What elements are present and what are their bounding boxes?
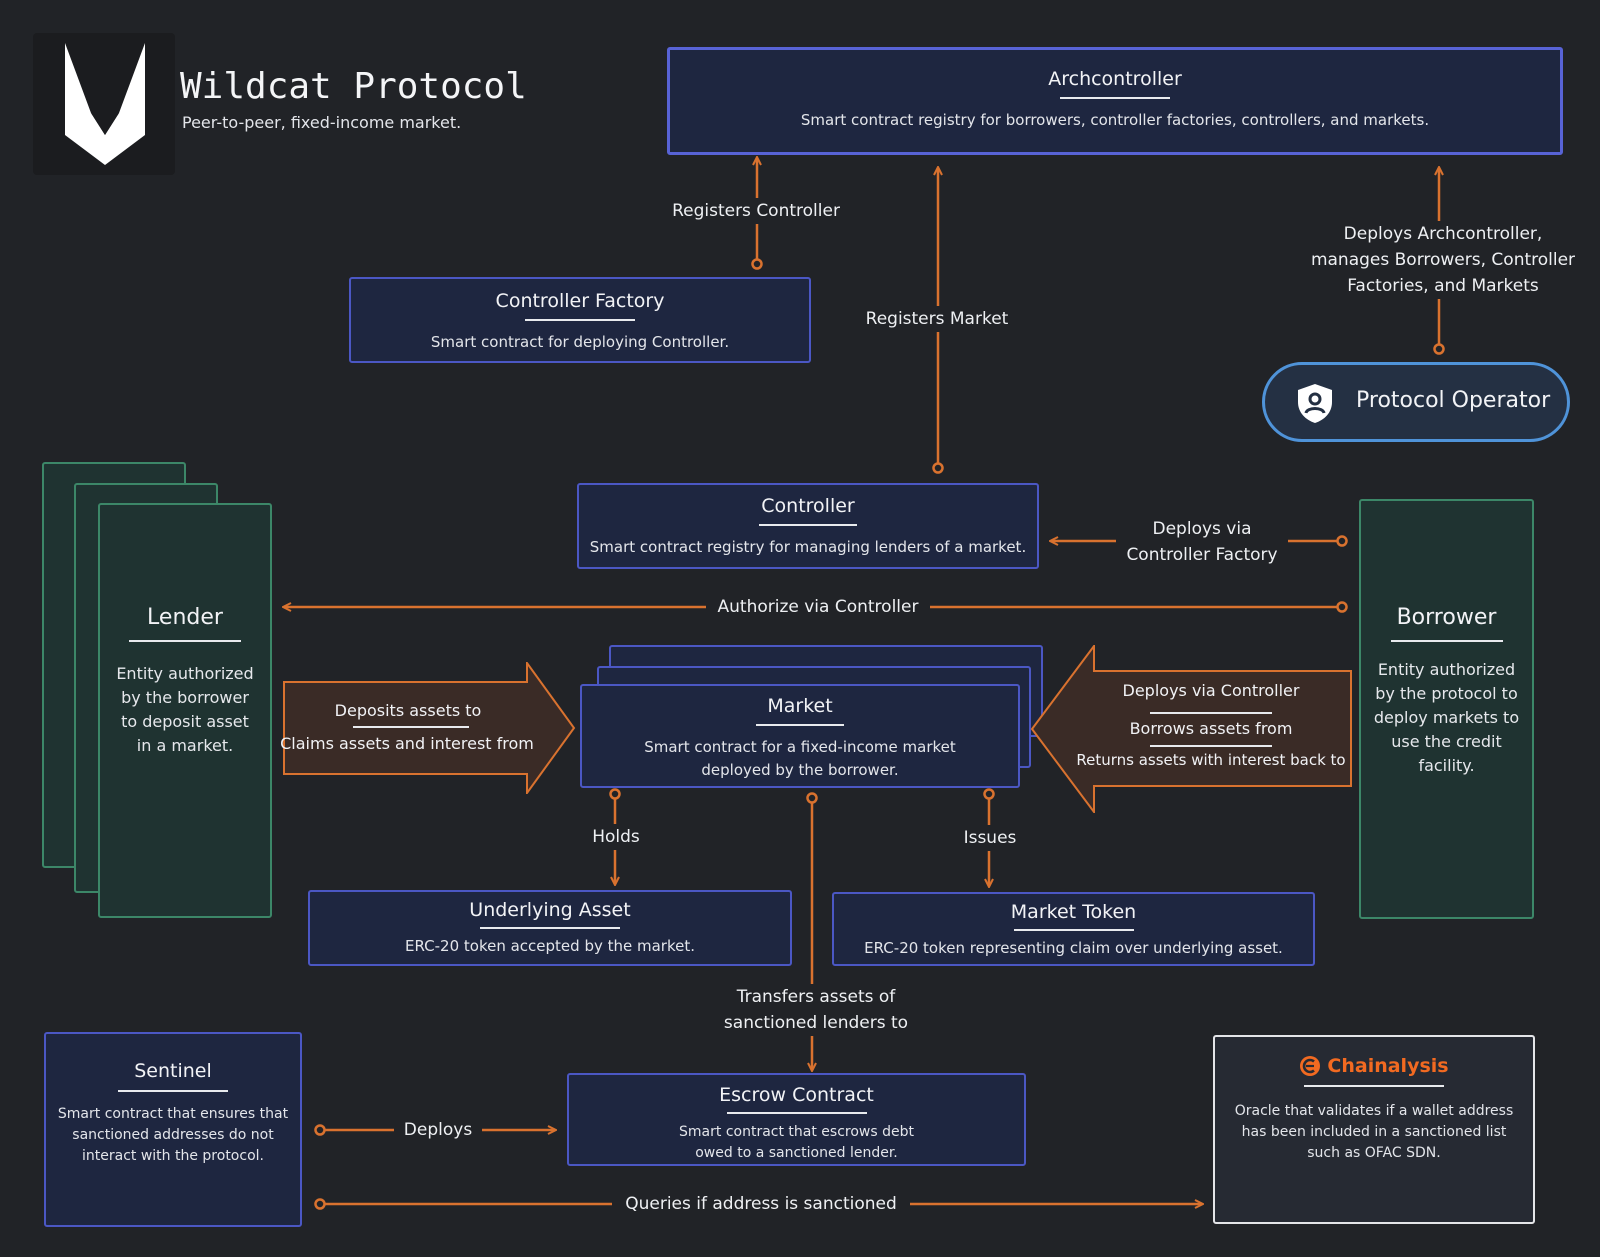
controller-title: Controller (761, 495, 855, 517)
edge-label-deploys-via-factory: Deploys via Controller Factory (1116, 516, 1288, 568)
edge-label-holds: Holds (584, 824, 648, 850)
borrower-arrow-label-0: Deploys via Controller (1122, 681, 1300, 700)
controller-node: Controller Smart contract registry for m… (577, 483, 1039, 569)
escrow-contract-desc: Smart contract that escrows debt owed to… (679, 1124, 914, 1161)
underlying-asset-title: Underlying Asset (469, 899, 631, 921)
lender-arrow-label-1: Claims assets and interest from (280, 734, 534, 753)
chainalysis-brand: Chainalysis (1215, 1055, 1533, 1077)
protocol-operator-title: Protocol Operator (1356, 388, 1551, 413)
borrower-market-arrow: Deploys via Controller Borrows assets fr… (1030, 645, 1352, 813)
borrower-arrow-label-1: Borrows assets from (1129, 719, 1293, 738)
title-underline (1060, 97, 1170, 99)
market-token-desc: ERC-20 token representing claim over und… (864, 939, 1283, 957)
label-underline (353, 726, 469, 728)
label-underline (1150, 712, 1272, 714)
title-underline (480, 927, 620, 929)
market-token-title: Market Token (1010, 901, 1137, 923)
app-title: Wildcat Protocol (180, 66, 527, 107)
borrower-title: Borrower (1396, 605, 1497, 630)
chainalysis-node: Chainalysis Oracle that validates if a w… (1213, 1035, 1535, 1224)
edge-label-registers-market: Registers Market (860, 306, 1014, 332)
chainalysis-desc: Oracle that validates if a wallet addres… (1234, 1103, 1514, 1161)
lender-desc: Entity authorized by the borrower to dep… (116, 664, 254, 755)
market-desc: Smart contract for a fixed-income market… (644, 738, 956, 779)
market-node: Market Smart contract for a fixed-income… (580, 684, 1020, 788)
edge-label-queries: Queries if address is sanctioned (612, 1191, 910, 1217)
shield-user-icon (1295, 382, 1335, 424)
underlying-asset-node: Underlying Asset ERC-20 token accepted b… (308, 890, 792, 966)
label-underline (1150, 745, 1272, 747)
archcontroller-node: Archcontroller Smart contract registry f… (667, 47, 1563, 155)
controller-factory-desc: Smart contract for deploying Controller. (430, 333, 730, 351)
lender-market-arrow: Deposits assets to Claims assets and int… (280, 662, 577, 794)
escrow-contract-node: Escrow Contract Smart contract that escr… (567, 1073, 1026, 1166)
edge-label-transfers: Transfers assets of sanctioned lenders t… (710, 984, 922, 1036)
edge-label-registers-controller: Registers Controller (666, 198, 846, 224)
sentinel-node: Sentinel Smart contract that ensures tha… (44, 1032, 302, 1227)
borrower-arrow-label-2: Returns assets with interest back to (1076, 751, 1346, 769)
underlying-asset-desc: ERC-20 token accepted by the market. (405, 937, 695, 955)
title-underline (1304, 1085, 1444, 1087)
wildcat-logo-icon (33, 33, 175, 175)
lender-title: Lender (147, 605, 223, 630)
chainalysis-logo-icon (1299, 1055, 1321, 1077)
chainalysis-title: Chainalysis (1327, 1055, 1449, 1077)
archcontroller-title: Archcontroller (1048, 68, 1182, 90)
lender-node: Lender Entity authorized by the borrower… (98, 503, 272, 918)
title-underline (1390, 640, 1503, 642)
title-underline (118, 1090, 228, 1092)
title-underline (726, 1112, 867, 1114)
sentinel-title: Sentinel (134, 1060, 212, 1082)
archcontroller-desc: Smart contract registry for borrowers, c… (800, 111, 1430, 129)
edge-label-deploys-archcontroller: Deploys Archcontroller, manages Borrower… (1298, 221, 1588, 299)
lender-arrow-label-0: Deposits assets to (334, 701, 482, 720)
title-underline (756, 724, 844, 726)
controller-factory-node: Controller Factory Smart contract for de… (349, 277, 811, 363)
edge-label-issues: Issues (954, 825, 1026, 851)
borrower-desc: Entity authorized by the protocol to dep… (1373, 660, 1520, 775)
title-underline (759, 524, 857, 526)
market-token-node: Market Token ERC-20 token representing c… (832, 892, 1315, 966)
sentinel-desc: Smart contract that ensures that sanctio… (57, 1106, 289, 1164)
protocol-operator-node: Protocol Operator (1262, 362, 1570, 442)
borrower-node: Borrower Entity authorized by the protoc… (1359, 499, 1534, 919)
edge-label-authorize-via-controller: Authorize via Controller (706, 594, 930, 620)
controller-factory-title: Controller Factory (495, 290, 665, 312)
title-underline (525, 319, 635, 321)
market-title: Market (767, 695, 833, 717)
title-underline (129, 640, 241, 642)
edge-label-deploys: Deploys (394, 1117, 482, 1143)
title-underline (1013, 929, 1134, 931)
escrow-contract-title: Escrow Contract (719, 1084, 874, 1106)
app-subtitle: Peer-to-peer, fixed-income market. (182, 113, 462, 132)
controller-desc: Smart contract registry for managing len… (589, 538, 1027, 556)
